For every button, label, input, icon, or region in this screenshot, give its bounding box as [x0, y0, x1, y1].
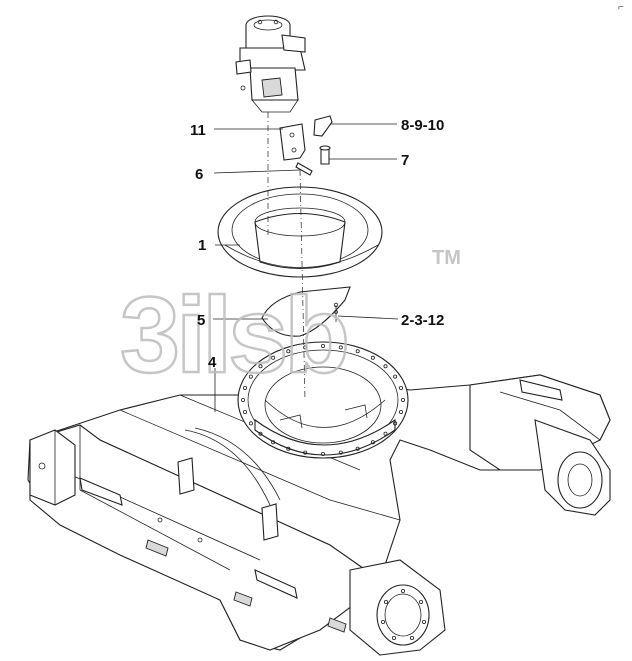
bolt-hole: [258, 364, 263, 369]
cover-plate-part-5: [261, 286, 351, 337]
bolt-hole: [286, 349, 291, 354]
bolt-hole: [398, 409, 403, 414]
bolt-hole: [400, 397, 405, 402]
callout-5: 5: [197, 312, 205, 329]
bolt-hole: [355, 349, 360, 354]
bolt-hole: [303, 345, 308, 350]
carbody-frame: [27, 374, 611, 656]
bolt-hole: [338, 345, 343, 350]
mounting-bracket-part-11: [279, 123, 306, 161]
callout-11: 11: [190, 122, 206, 139]
watermark: 3ilsb TM: [119, 247, 461, 396]
bolt-part-6: [295, 162, 313, 176]
bolt-hole: [258, 431, 263, 436]
callout-6: 6: [195, 166, 203, 183]
callout-1: 1: [198, 237, 206, 254]
bolt-hole: [383, 364, 388, 369]
callout-8-9-10: 7: [401, 152, 409, 169]
bolt-hole: [286, 446, 291, 451]
corner-mark: ⌐: [618, 2, 624, 13]
stopper-plate-part-7: [313, 115, 333, 137]
bolt-hole: [242, 409, 247, 414]
callout-2-3-12: 2-3-12: [401, 312, 444, 329]
bolt-hole: [338, 450, 343, 455]
bolt-hole: [271, 440, 276, 445]
swing-bearing-part-1: [217, 186, 383, 278]
bolt-hole: [398, 385, 403, 390]
bolt-hole: [393, 421, 398, 426]
bolt-hole: [248, 421, 253, 426]
pin-part-8-9-10: [319, 145, 331, 165]
bolt-hole: [320, 451, 325, 456]
bolt-hole: [355, 446, 360, 451]
callout-7: 8-9-10: [401, 117, 444, 134]
bearing-mount-ring: [237, 341, 409, 459]
watermark-text: 3ilsb: [120, 274, 346, 395]
bolt-hole: [370, 440, 375, 445]
callout-4: 4: [208, 354, 217, 371]
watermark-trademark: TM: [432, 247, 461, 269]
bolt-hole: [240, 397, 245, 402]
bolt-hole: [303, 450, 308, 455]
center-swivel-joint: [235, 15, 306, 113]
bolt-hole: [248, 374, 253, 379]
bolt-hole: [383, 431, 388, 436]
bolt-hole: [393, 374, 398, 379]
bolt-hole: [271, 355, 276, 360]
bolt-hole: [320, 343, 325, 348]
leader-lines: [213, 112, 399, 412]
fastener-part-2-3-12: [333, 302, 339, 322]
callout-labels: 11 8-9-10 7 6 1 5 2-3-12 4: [190, 117, 444, 371]
bolt-hole: [242, 385, 247, 390]
bolt-hole: [370, 355, 375, 360]
